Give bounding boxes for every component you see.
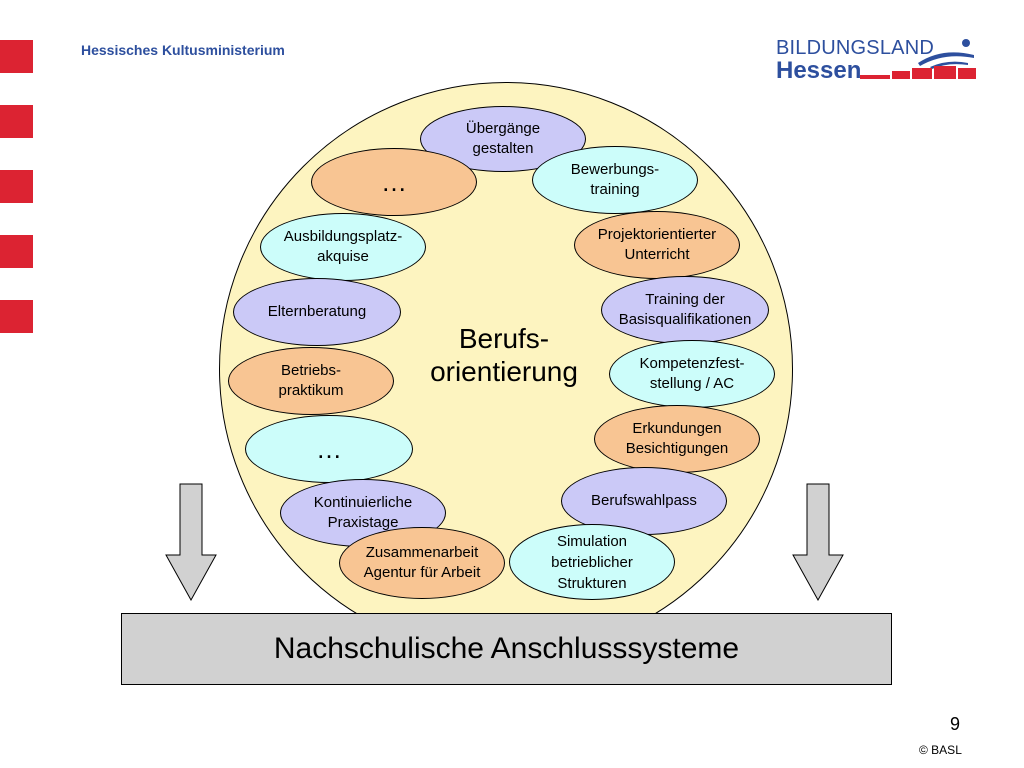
- side-bar-5: [0, 300, 33, 333]
- node-elternberatung: Elternberatung: [233, 278, 401, 346]
- side-bar-2: [0, 105, 33, 138]
- nachschulische-anschlusssysteme-box: Nachschulische Anschlusssysteme: [121, 613, 892, 685]
- logo-line2: Hessen: [776, 57, 862, 84]
- node-ellipsis-top: …: [311, 148, 477, 216]
- node-projektorientierter-unterricht: Projektorientierter Unterricht: [574, 211, 740, 279]
- page-number: 9: [950, 714, 961, 734]
- node-berufswahlpass: Berufswahlpass: [561, 467, 727, 535]
- center-title-line2: orientierung: [430, 356, 578, 387]
- node-bewerbungstraining: Bewerbungs- training: [532, 146, 698, 214]
- node-simulation-strukturen: Simulation betrieblicher Strukturen: [509, 524, 675, 600]
- side-bar-4: [0, 235, 33, 268]
- side-bar-3: [0, 170, 33, 203]
- node-kompetenzfeststellung: Kompetenzfest- stellung / AC: [609, 340, 775, 408]
- node-ausbildungsplatzakquise: Ausbildungsplatz- akquise: [260, 213, 426, 281]
- node-training-basisqualifikationen: Training der Basisqualifikationen: [601, 276, 769, 344]
- logo-line1: BILDUNGSLAND: [776, 37, 934, 59]
- node-erkundungen-besichtigungen: Erkundungen Besichtigungen: [594, 405, 760, 473]
- center-title-line1: Berufs-: [458, 323, 550, 354]
- logo-swoosh-icon: [860, 39, 976, 79]
- center-title: Berufs- orientierung: [402, 322, 606, 388]
- arrow-down-left-icon: [165, 483, 217, 601]
- node-ellipsis-bottom: …: [245, 415, 413, 483]
- side-bar-1: [0, 40, 33, 73]
- node-betriebspraktikum: Betriebs- praktikum: [228, 347, 394, 415]
- copyright: © BASL: [919, 743, 962, 757]
- arrow-down-right-icon: [792, 483, 844, 601]
- node-zusammenarbeit-agentur: Zusammenarbeit Agentur für Arbeit: [339, 527, 505, 599]
- bildungsland-logo: BILDUNGSLAND Hessen: [776, 37, 976, 85]
- ministry-title: Hessisches Kultusministerium: [81, 42, 285, 58]
